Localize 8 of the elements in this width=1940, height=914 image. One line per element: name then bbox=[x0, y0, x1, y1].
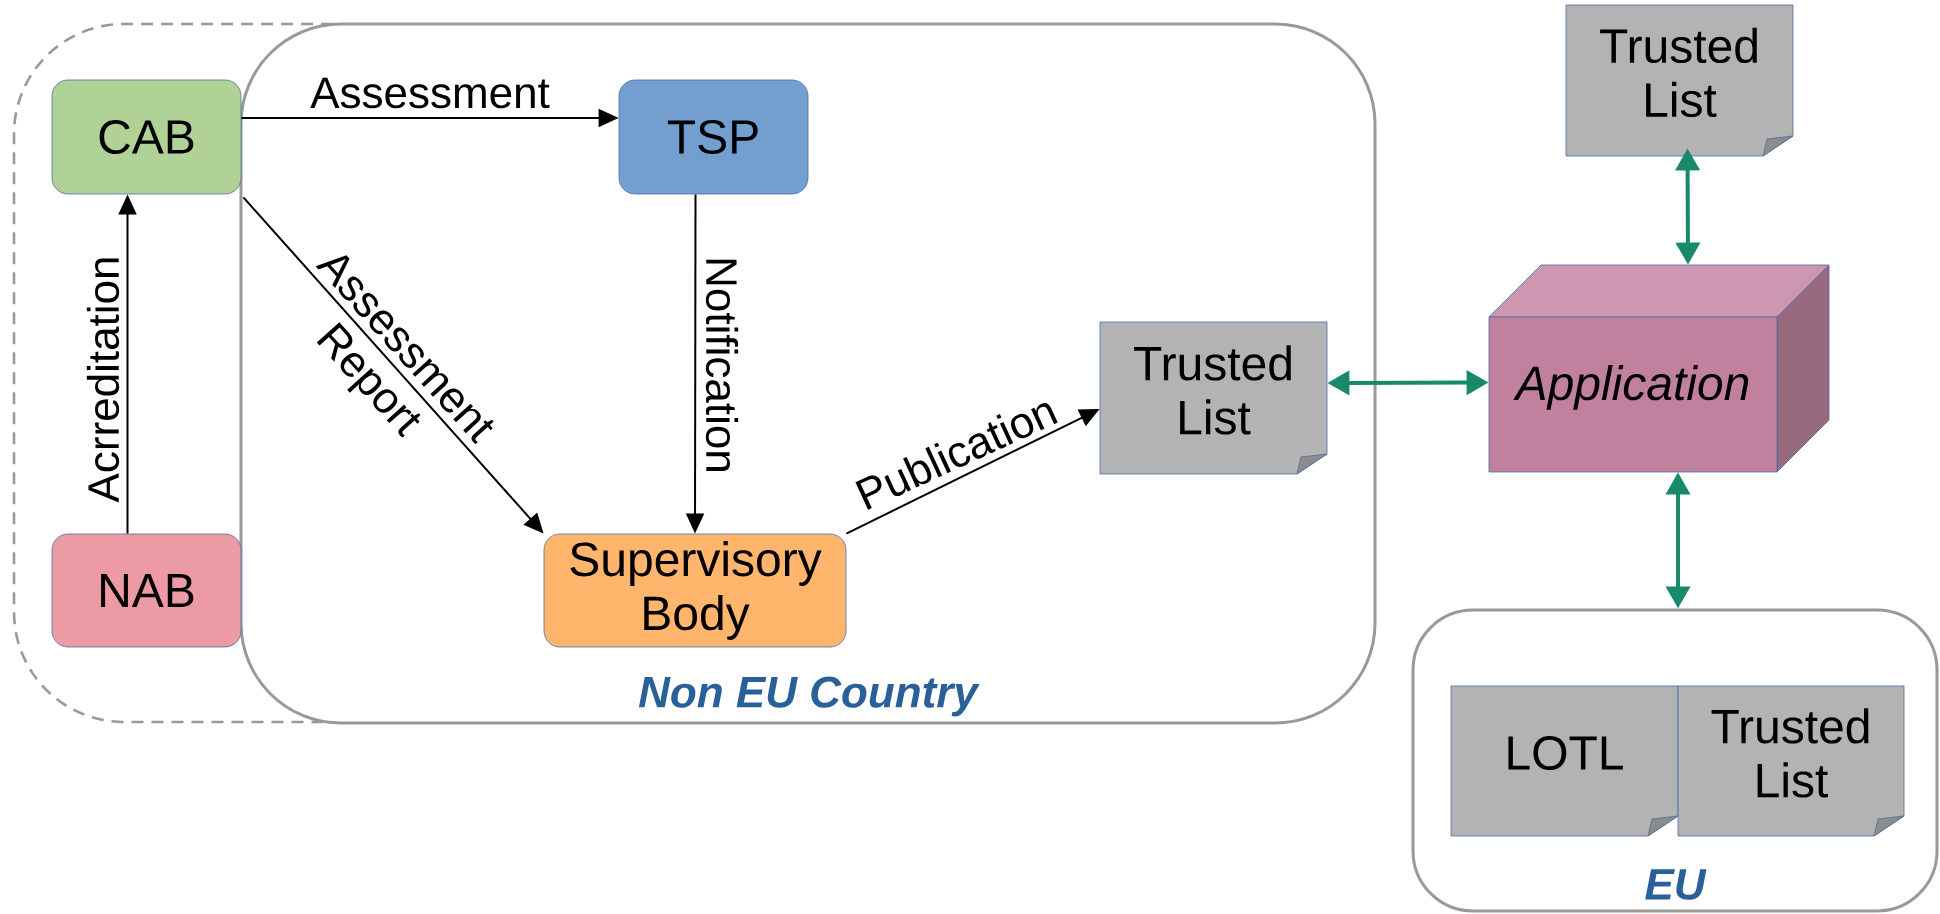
edge-label: Notification bbox=[705, 259, 739, 471]
process-box: CAB bbox=[51, 79, 242, 195]
process-box: NAB bbox=[51, 533, 242, 648]
cube-box: Application bbox=[1488, 264, 1830, 473]
process-box: Supervisory Body bbox=[543, 533, 847, 648]
process-box: TSP bbox=[618, 79, 809, 195]
edge-label: Acrreditation bbox=[86, 258, 120, 503]
edge-label: Assessment bbox=[310, 77, 550, 109]
